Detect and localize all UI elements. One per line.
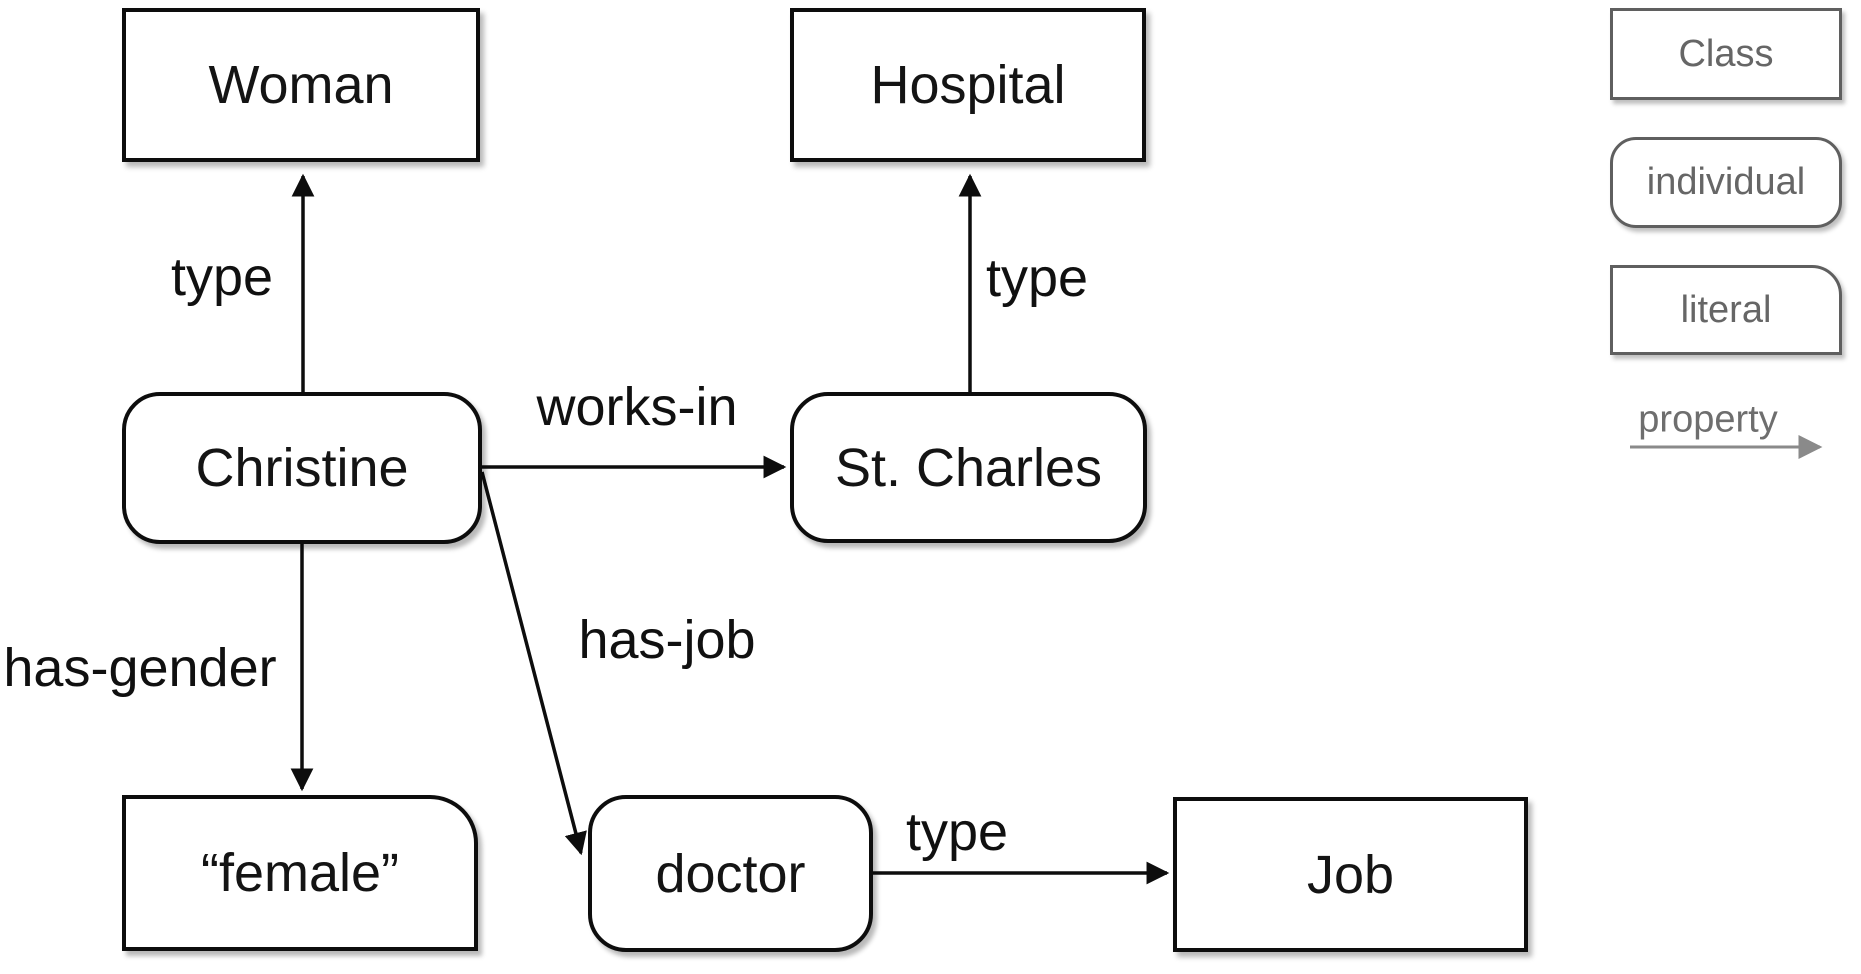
- legend-class-box: Class: [1610, 8, 1842, 100]
- node-hospital-label: Hospital: [870, 55, 1066, 115]
- edge-label-works-in: works-in: [536, 377, 738, 437]
- node-job-label: Job: [1306, 844, 1395, 905]
- edge-label-type-hospital: type: [985, 248, 1089, 308]
- node-woman: Woman: [122, 8, 480, 162]
- node-woman-label: Woman: [208, 55, 394, 115]
- node-christine-label: Christine: [195, 438, 409, 498]
- node-hospital: Hospital: [790, 8, 1146, 162]
- edge-label-type-job: type: [905, 802, 1009, 862]
- legend-individual-label: individual: [1646, 161, 1806, 203]
- node-doctor-label: doctor: [655, 843, 806, 904]
- edge-label-type-woman: type: [170, 247, 274, 307]
- legend-literal-label: literal: [1680, 288, 1772, 331]
- node-doctor: doctor: [588, 795, 873, 952]
- legend-property-label: property: [1638, 398, 1778, 441]
- edge-christine-has-job-doctor: [480, 471, 587, 856]
- node-female-literal: “female”: [122, 795, 478, 951]
- legend-class-label: Class: [1678, 32, 1774, 75]
- node-job: Job: [1173, 797, 1528, 952]
- node-female-literal-label: “female”: [200, 843, 400, 903]
- legend-individual-box: individual: [1610, 137, 1842, 228]
- legend-literal-box: literal: [1610, 265, 1842, 355]
- edge-label-has-job: has-job: [578, 610, 756, 670]
- edge-label-has-gender: has-gender: [3, 638, 277, 698]
- node-st-charles-label: St. Charles: [834, 437, 1103, 498]
- node-christine: Christine: [122, 392, 482, 544]
- node-st-charles: St. Charles: [790, 392, 1147, 543]
